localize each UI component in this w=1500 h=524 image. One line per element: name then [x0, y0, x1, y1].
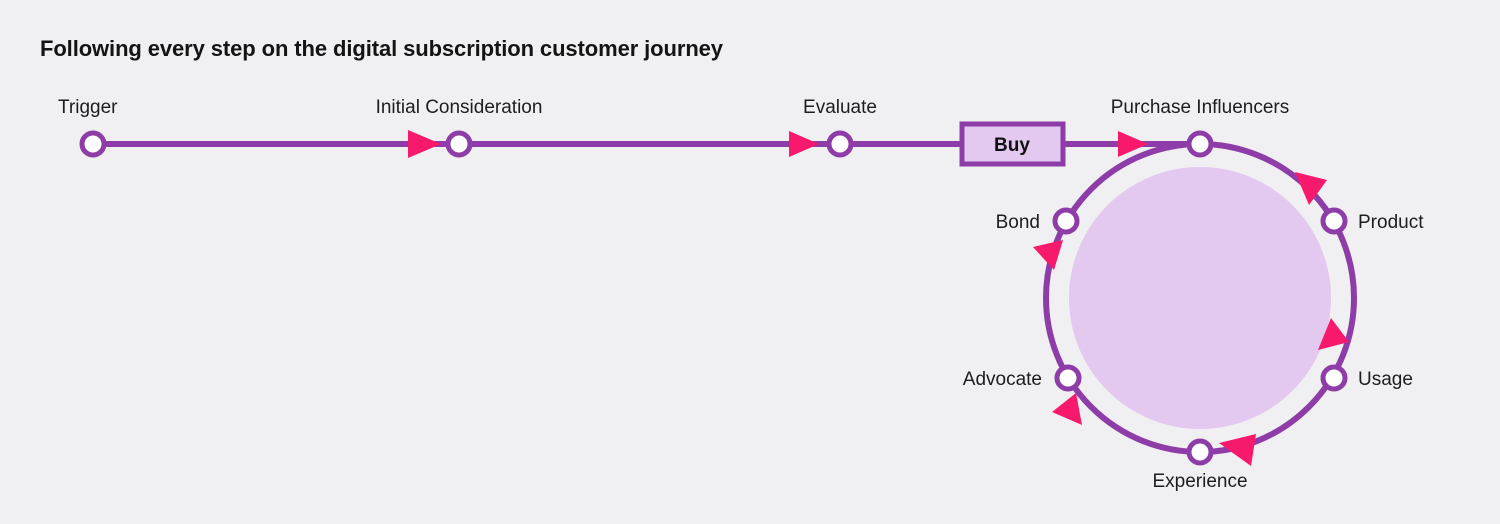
node-label-experience: Experience — [1152, 471, 1247, 492]
node-evaluate[interactable]: Evaluate — [803, 97, 877, 158]
arrow-triangle-icon-8 — [1033, 240, 1063, 270]
journey-node-icon-experience[interactable] — [1186, 438, 1214, 466]
arrow-triangle-icon-5 — [1318, 318, 1349, 350]
arrow-triangle-icon-2 — [789, 131, 819, 157]
node-label-purchase-influencers: Purchase Influencers — [1111, 97, 1290, 118]
node-trigger[interactable]: Trigger — [58, 97, 118, 158]
node-label-trigger: Trigger — [58, 97, 118, 118]
journey-node-icon-trigger[interactable] — [79, 130, 107, 158]
node-label-advocate: Advocate — [963, 369, 1042, 390]
node-initial-consideration[interactable]: Initial Consideration — [376, 97, 543, 158]
journey-node-icon-purchase-influencers[interactable] — [1186, 130, 1214, 158]
node-label-evaluate: Evaluate — [803, 97, 877, 118]
node-purchase-influencers[interactable]: Purchase Influencers — [1111, 97, 1290, 158]
buy-box-label: Buy — [994, 135, 1030, 156]
journey-node-icon-usage[interactable] — [1320, 364, 1348, 392]
node-product[interactable]: Product — [1320, 207, 1424, 235]
node-label-product: Product — [1358, 212, 1424, 233]
arrow-triangle-icon-7 — [1052, 393, 1082, 425]
node-bond[interactable]: Bond — [996, 207, 1080, 235]
node-experience[interactable]: Experience — [1152, 438, 1248, 492]
journey-node-icon-initial-consideration[interactable] — [445, 130, 473, 158]
node-label-usage: Usage — [1358, 369, 1413, 390]
page-title: Following every step on the digital subs… — [40, 36, 723, 61]
node-advocate[interactable]: Advocate — [963, 364, 1082, 392]
node-label-initial-consideration: Initial Consideration — [376, 97, 543, 118]
journey-node-icon-product[interactable] — [1320, 207, 1348, 235]
arrow-triangle-icon-1 — [408, 130, 441, 158]
node-usage[interactable]: Usage — [1320, 364, 1413, 392]
journey-node-icon-bond[interactable] — [1052, 207, 1080, 235]
node-label-bond: Bond — [996, 212, 1040, 233]
arrow-triangle-icon-6 — [1219, 434, 1256, 466]
arrow-triangle-icon-3 — [1118, 131, 1148, 157]
loop-inner-disc — [1069, 167, 1331, 429]
journey-node-icon-advocate[interactable] — [1054, 364, 1082, 392]
journey-node-icon-evaluate[interactable] — [826, 130, 854, 158]
arrow-triangle-icon-4 — [1295, 172, 1327, 205]
buy-box[interactable] — [959, 121, 1066, 167]
